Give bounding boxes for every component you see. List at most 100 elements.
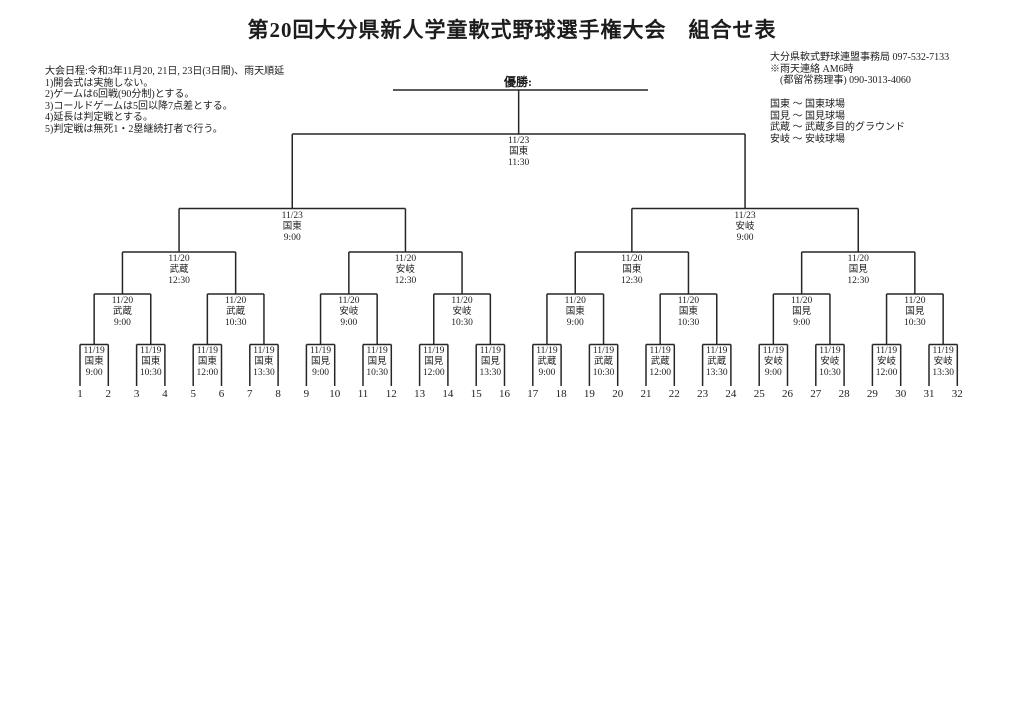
match-time: 12:30: [847, 276, 870, 286]
match-venue: 安岐: [735, 221, 755, 232]
match-venue: 国見: [367, 357, 387, 367]
match-time: 10:30: [904, 318, 926, 328]
match-time: 9:00: [538, 368, 556, 378]
match-venue: 国見: [848, 265, 868, 275]
match-date: 11/19: [536, 346, 558, 356]
slot-number: 18: [555, 388, 567, 400]
slot-number: 2: [105, 388, 112, 400]
match-venue: 安岐: [339, 307, 359, 317]
match-date: 11/19: [875, 346, 898, 356]
match-venue: 安岐: [933, 357, 953, 367]
match-venue: 国見: [480, 357, 500, 367]
match-venue: 安岐: [820, 357, 840, 367]
match-venue: 国東: [565, 307, 585, 317]
match-time: 13:30: [705, 368, 728, 378]
slot-number: 21: [640, 388, 652, 400]
match-date: 11/19: [592, 346, 615, 356]
match-time: 10:30: [677, 318, 700, 328]
match-date: 11/20: [394, 254, 417, 264]
contact-office: 大分県軟式野球連盟事務局 097-532-7133: [770, 52, 950, 63]
match-venue: 国東: [84, 357, 104, 367]
match-venue: 武蔵: [169, 265, 189, 275]
rule-note-1: 1)開会式は実施しない。: [45, 77, 154, 89]
contact-info: 大分県軟式野球連盟事務局 097-532-7133 ※雨天連絡 AM6時 (都留…: [770, 52, 949, 87]
slot-number: 30: [895, 388, 907, 400]
venue-aki: 安岐 ～ 安岐球場: [770, 133, 845, 145]
match-date: 11/19: [196, 346, 218, 356]
match-date: 11/23: [734, 210, 756, 221]
match-date: 11/19: [83, 346, 105, 356]
match-venue: 国東: [254, 357, 274, 367]
match-date: 11/20: [621, 254, 643, 264]
slot-number: 13: [414, 388, 426, 400]
match-time: 11:30: [507, 158, 530, 168]
slot-number: 25: [753, 388, 765, 400]
match-date: 11/20: [168, 254, 190, 264]
match-time: 12:00: [196, 368, 219, 378]
match-time: 9:00: [113, 318, 131, 328]
match-venue: 安岐: [452, 307, 472, 317]
match-time: 9:00: [283, 232, 301, 243]
match-date: 11/19: [932, 346, 954, 356]
match-time: 12:30: [168, 276, 190, 286]
rule-note-4: 4)延長は判定戦とする。: [45, 112, 154, 123]
match-date: 11/20: [564, 296, 586, 306]
rule-note-5: 5)判定戦は無死1・2塁継続打者で行う。: [45, 123, 223, 135]
slot-number: 4: [162, 388, 168, 400]
rule-note-3: 3)コールドゲームは5回以降7点差とする。: [45, 100, 233, 112]
slot-number: 19: [583, 388, 595, 400]
match-date: 11/19: [649, 346, 671, 356]
match-time: 9:00: [566, 318, 584, 328]
slot-number: 15: [470, 388, 482, 400]
match-venue: 安岐: [763, 357, 783, 367]
match-time: 9:00: [736, 232, 754, 243]
slot-number: 1: [77, 388, 83, 400]
slot-number: 28: [838, 388, 850, 400]
match-time: 10:30: [592, 368, 615, 378]
match-venue: 武蔵: [537, 357, 557, 367]
match-venue: 国東: [622, 265, 642, 275]
match-venue: 武蔵: [707, 357, 727, 367]
match-venue: 国東: [197, 357, 217, 367]
match-date: 11/20: [677, 296, 700, 306]
match-date: 11/20: [847, 254, 869, 264]
match-time: 10:30: [819, 368, 841, 378]
match-time: 13:30: [479, 368, 502, 378]
venue-legend: 国東 ～ 国東球場 国見 ～ 国見球場 武蔵 ～ 武蔵多目的グラウンド 安岐 ～…: [770, 99, 905, 145]
match-time: 10:30: [224, 318, 247, 328]
match-time: 13:30: [253, 368, 275, 378]
slot-number: 16: [499, 388, 510, 400]
match-time: 9:00: [764, 368, 782, 378]
match-venue: 武蔵: [650, 357, 670, 367]
slot-number: 32: [951, 388, 963, 400]
match-venue: 安岐: [395, 265, 415, 275]
match-time: 9:00: [85, 368, 103, 378]
match-venue: 国東: [678, 307, 698, 317]
slot-number: 29: [866, 388, 878, 400]
slot-number: 5: [190, 388, 196, 400]
match-time: 13:30: [932, 368, 954, 378]
slot-number: 20: [612, 388, 624, 400]
slot-number: 24: [725, 388, 737, 400]
match-date: 11/20: [790, 296, 813, 306]
match-date: 11/20: [451, 296, 473, 306]
slot-number: 7: [247, 388, 253, 400]
match-time: 12:30: [621, 276, 643, 286]
